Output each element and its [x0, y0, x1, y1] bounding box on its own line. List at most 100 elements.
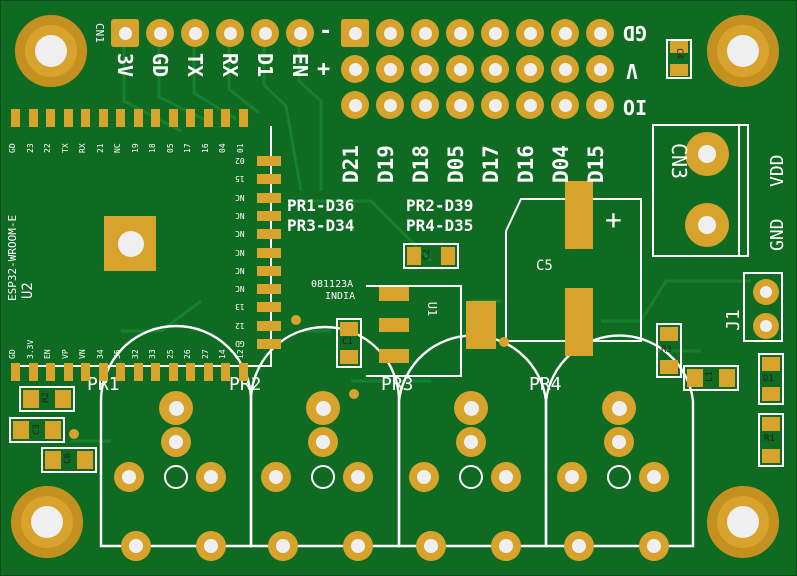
cn1-pin-label: 3V: [113, 53, 137, 78]
io-header-pin: [446, 55, 474, 83]
module-bottom-pad: [98, 363, 108, 381]
module-top-pad: [238, 109, 248, 127]
r2-pad-right: [55, 390, 71, 408]
c6-label: C6: [62, 453, 73, 464]
module-top-pad: [151, 109, 160, 127]
io-header-pin: [341, 19, 369, 47]
r2-label: R2: [40, 392, 51, 403]
cn1-pin-label: D1: [253, 53, 277, 78]
module-bottom-pin-label: 27: [200, 349, 210, 359]
r3-resistor: [656, 323, 682, 378]
cn1-pin-label: TX: [183, 53, 207, 78]
cn3-label: CN3: [667, 142, 692, 180]
chip-code: 081123A: [311, 279, 354, 290]
module-top-pad: [133, 109, 143, 127]
c4-capacitor: [666, 39, 692, 79]
cn1-pin-label: EN: [288, 53, 312, 78]
photoresistor-lead-left: [564, 531, 594, 561]
module-bottom-pad: [116, 363, 125, 381]
c1-pad-top: [340, 322, 358, 336]
pr-map-4: PR4-D35: [406, 216, 474, 235]
l1-label: L1: [704, 371, 715, 382]
photoresistor-lead-left: [268, 531, 298, 561]
r1-pad-bottom: [762, 449, 780, 463]
j1-label: J1: [722, 309, 744, 331]
module-right-pad: [257, 339, 281, 349]
module-top-pin-label: 22: [43, 143, 52, 153]
module-bottom-pin-label: VP: [60, 349, 70, 359]
module-top-pad: [203, 109, 213, 127]
photoresistor-lead-left: [416, 531, 446, 561]
c2-capacitor: [403, 243, 459, 269]
module-bottom-pad: [238, 363, 248, 381]
io-header-pin: [411, 19, 439, 47]
u1-tab: [466, 301, 496, 349]
photoresistor-pad-top: [306, 391, 340, 425]
cn3-terminal-1: [685, 132, 729, 176]
module-right-pad: [257, 265, 281, 276]
module-top-pad: [168, 109, 178, 127]
c6-pad-left: [45, 451, 61, 469]
cn1-pin: [286, 19, 314, 47]
c5-pad-positive: [565, 181, 593, 249]
photoresistor-pad-top: [159, 391, 193, 425]
c1-capacitor: [336, 318, 362, 368]
photoresistor-pad-left: [261, 462, 291, 492]
io-header-pin: [551, 91, 579, 119]
gpio-label: D04: [549, 145, 573, 183]
photoresistor-ring: [164, 465, 188, 489]
module-bottom-pad: [151, 363, 160, 381]
gpio-label: D18: [409, 145, 433, 183]
module-top-pin-label: NC: [113, 143, 122, 153]
r3-pad-bottom: [660, 360, 678, 374]
module-top-pad: [81, 109, 90, 127]
module-bottom-pad: [133, 363, 143, 381]
photoresistor-ring: [607, 465, 631, 489]
io-header-pin: [516, 19, 544, 47]
mounting-hole-top-right: [707, 15, 779, 87]
module-top-pin-label: TX: [60, 143, 70, 153]
module-right-pin-label: 12: [235, 320, 245, 330]
photoresistor-ring: [311, 465, 335, 489]
module-bottom-pin-label: 26: [183, 349, 192, 359]
mounting-hole-top-left: [15, 15, 87, 87]
module-right-pin-label: NC: [235, 229, 245, 239]
photoresistor-pad-left: [557, 462, 587, 492]
io-header-pin: [551, 19, 579, 47]
photoresistor-pad-right: [639, 462, 669, 492]
module-bottom-pad: [46, 363, 55, 381]
io-header-pin: [516, 55, 544, 83]
photoresistor-pad-left: [409, 462, 439, 492]
u1-pin-3: [379, 349, 409, 363]
via: [291, 315, 301, 325]
gpio-label: D05: [444, 145, 468, 183]
cn1-pin: [146, 19, 174, 47]
cn3-vdd-label: VDD: [767, 154, 788, 187]
c6-capacitor: [41, 447, 97, 473]
module-bottom-pad: [203, 363, 213, 381]
module-top-pin-label: GD: [8, 143, 17, 153]
module-top-pin-label: 21: [95, 143, 105, 153]
io-header-pin: [341, 91, 369, 119]
module-right-pin-label: 13: [235, 302, 245, 312]
c2-pad-right: [441, 247, 455, 265]
module-right-pin-label: 15: [235, 174, 245, 184]
c3-label: C3: [31, 424, 42, 435]
pr-map-2: PR2-D39: [406, 196, 474, 215]
module-top-pin-label: 18: [148, 143, 157, 153]
module-bottom-pin-label: GD: [8, 349, 17, 359]
gpio-label: D21: [339, 145, 363, 183]
module-top-pad: [11, 109, 20, 127]
u1-pin-1: [379, 287, 409, 301]
c4-label: C4: [673, 48, 684, 59]
module-right-pin-label: NC: [235, 192, 245, 202]
r1-resistor: [758, 413, 784, 467]
module-right-pad: [257, 174, 281, 185]
io-header-pin: [341, 55, 369, 83]
module-top-pin-label: 04: [218, 143, 227, 153]
r3-label: R3: [661, 345, 672, 355]
module-right-pad: [257, 210, 281, 221]
header-v-label: V: [626, 59, 639, 83]
module-top-pin-label: 05: [165, 143, 175, 153]
c2-pad-left: [407, 247, 421, 265]
